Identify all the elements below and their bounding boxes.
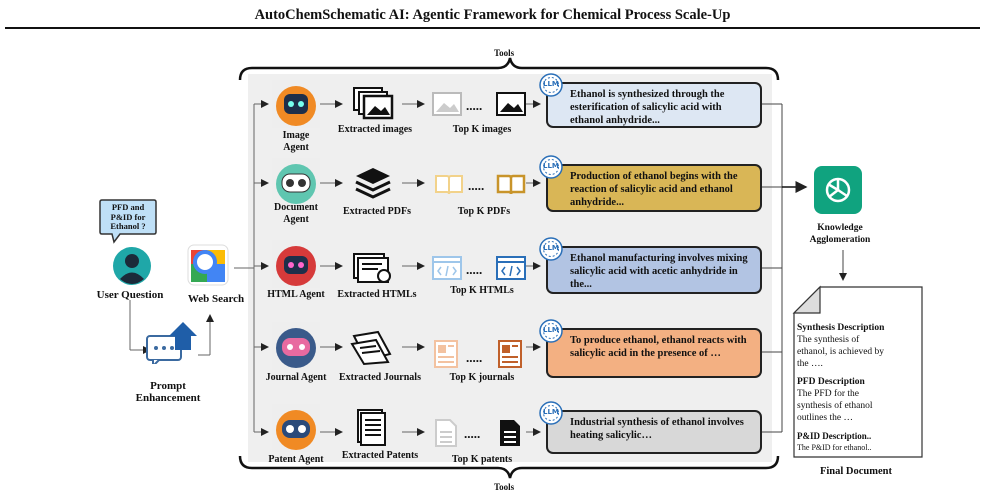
topk-label: Top K HTMLs xyxy=(450,285,514,296)
agent-response-bubble: Production of ethanol begins with the re… xyxy=(546,164,762,212)
topk-label: Top K patents xyxy=(451,454,513,465)
code-window-icon xyxy=(496,256,526,280)
ellipsis-dots: ..... xyxy=(466,350,483,365)
knowledge-line-1: Knowledge xyxy=(817,223,863,233)
bubble-line-1: PFD and xyxy=(111,202,145,212)
title-rule xyxy=(5,27,980,29)
html-stack-icon xyxy=(353,253,391,283)
llm-brain-icon: LLM xyxy=(538,72,564,98)
google-search-icon[interactable] xyxy=(187,244,229,286)
user-question-label: User Question xyxy=(96,289,164,301)
llm-brain-icon: LLM xyxy=(538,400,564,426)
synthesis-body-3: the …. xyxy=(797,359,823,369)
tools-label-top: Tools xyxy=(494,48,515,58)
patent-document-icon xyxy=(435,419,457,447)
ellipsis-dots: ..... xyxy=(468,178,485,193)
user-speech-bubble: PFD and P&ID for Ethanol ? xyxy=(98,198,158,244)
document-icon xyxy=(792,285,923,458)
llm-brain-icon: LLM xyxy=(538,236,564,262)
extracted-label: Extracted images xyxy=(337,124,413,135)
synthesis-body-1: The synthesis of xyxy=(797,335,860,345)
image-icon xyxy=(432,92,462,116)
extracted-label: Extracted HTMLs xyxy=(337,289,417,300)
patent-document-icon xyxy=(500,420,520,446)
llm-brain-icon: LLM xyxy=(538,318,564,344)
newspaper-icon xyxy=(434,340,458,368)
agent-name-line-1: Image xyxy=(282,130,310,141)
extracted-label: Extracted Patents xyxy=(341,450,419,461)
topk-label: Top K PDFs xyxy=(457,206,511,217)
pfd-body-1: The PFD for the xyxy=(797,389,860,399)
llm-label: LLM xyxy=(543,326,559,334)
tools-label-bottom: Tools xyxy=(494,482,515,492)
agent-name-line-2: Agent xyxy=(283,214,309,225)
robot-icon xyxy=(272,80,320,128)
ellipsis-dots: ..... xyxy=(466,262,483,277)
final-document-label: Final Document xyxy=(819,466,893,477)
robot-icon xyxy=(272,404,320,452)
agent-name-line-1: HTML Agent xyxy=(267,289,325,300)
topk-label: Top K images xyxy=(452,124,512,135)
llm-label: LLM xyxy=(543,408,559,416)
llm-label: LLM xyxy=(543,162,559,170)
ellipsis-dots: ..... xyxy=(464,426,481,441)
extracted-label: Extracted Journals xyxy=(339,372,421,383)
image-icon xyxy=(496,92,526,116)
synthesis-body-2: ethanol, is achieved by xyxy=(797,347,885,357)
web-search-label: Web Search xyxy=(187,293,245,305)
book-icon xyxy=(435,175,463,195)
llm-brain-icon: LLM xyxy=(538,154,564,180)
speech-bubble-icon xyxy=(99,199,157,244)
prompt-line-2: Enhancement xyxy=(135,392,201,404)
extracted-label: Extracted PDFs xyxy=(342,206,412,217)
agent-response-bubble: To produce ethanol, ethanol reacts with … xyxy=(546,328,762,378)
pdf-stack-icon xyxy=(355,168,391,199)
bubble-line-3: Ethanol ? xyxy=(110,221,146,231)
pid-heading: P&ID Description.. xyxy=(797,431,872,441)
agent-name-line-1: Patent Agent xyxy=(268,454,324,465)
agent-name-line-1: Document xyxy=(274,202,318,213)
llm-label: LLM xyxy=(543,244,559,252)
robot-icon xyxy=(272,240,320,288)
newspaper-icon xyxy=(498,340,522,368)
agent-response-bubble: Industrial synthesis of ethanol involves… xyxy=(546,410,762,454)
pfd-heading: PFD Description xyxy=(797,377,865,387)
agent-response-bubble: Ethanol manufacturing involves mixing sa… xyxy=(546,246,762,294)
image-stack-icon xyxy=(353,87,394,120)
agent-response-bubble: Ethanol is synthesized through the ester… xyxy=(546,82,762,128)
pfd-body-2: synthesis of ethanol xyxy=(797,401,873,411)
prompt-line-1: Prompt xyxy=(150,380,186,392)
page-title: AutoChemSchematic AI: Agentic Framework … xyxy=(254,7,731,23)
prompt-enhancement-icon xyxy=(146,322,197,364)
pid-body: The P&ID for ethanol.. xyxy=(797,443,872,452)
agent-name-line-1: Journal Agent xyxy=(265,372,327,383)
synthesis-heading: Synthesis Description xyxy=(797,323,885,333)
book-icon xyxy=(496,174,526,195)
chatgpt-icon xyxy=(814,166,862,214)
patent-document-icon xyxy=(357,409,386,446)
ellipsis-dots: ..... xyxy=(466,98,483,113)
pfd-body-3: outlines the … xyxy=(797,413,853,423)
user-icon xyxy=(113,247,151,285)
code-window-icon xyxy=(432,256,462,280)
llm-label: LLM xyxy=(543,80,559,88)
bubble-line-2: P&ID for xyxy=(110,211,146,222)
newspaper-icon xyxy=(350,330,392,366)
agent-name-line-2: Agent xyxy=(283,142,309,153)
robot-icon xyxy=(272,322,320,370)
robot-icon xyxy=(272,158,320,206)
topk-label: Top K journals xyxy=(449,372,515,383)
knowledge-line-2: Agglomeration xyxy=(809,235,871,245)
